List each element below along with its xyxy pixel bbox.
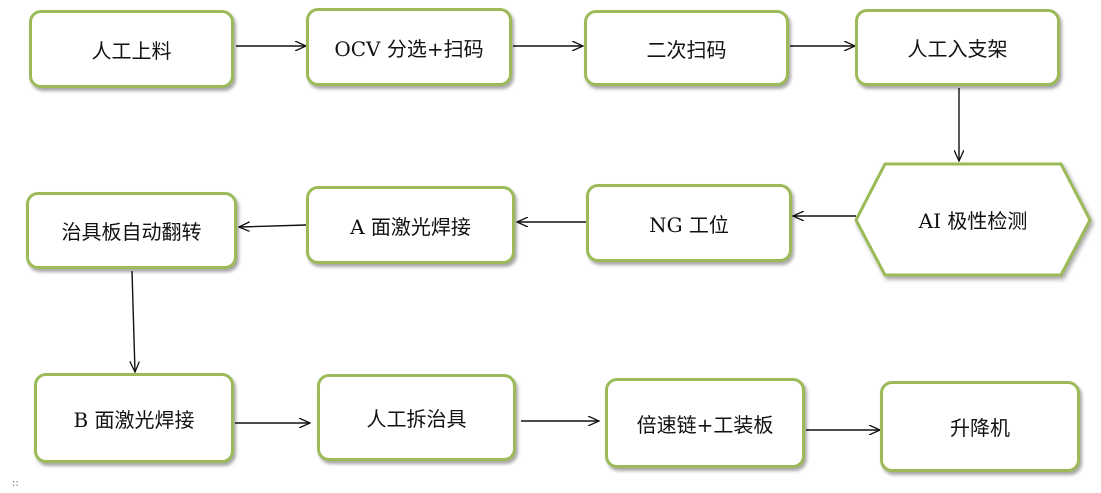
step-manual-fixture-removal: 人工拆治具	[317, 374, 516, 461]
step-label: OCV 分选+扫码	[334, 36, 484, 61]
step-label: 倍速链+工装板	[636, 412, 774, 437]
step-fixture-auto-flip: 治具板自动翻转	[26, 192, 237, 269]
step-label: NG 工位	[649, 212, 729, 237]
step-speed-chain-pallet: 倍速链+工装板	[605, 378, 805, 468]
step-side-a-laser-welding: A 面激光焊接	[306, 186, 515, 264]
ai-polarity-check-label: AI 极性检测	[918, 209, 1028, 233]
step-label: A 面激光焊接	[350, 214, 471, 239]
ai-polarity-check-hexagon	[854, 162, 1092, 277]
step-label: 治具板自动翻转	[61, 220, 202, 244]
step-manual-bracket-insert: 人工入支架	[855, 9, 1060, 86]
step-label: 人工入支架	[907, 37, 1008, 61]
step-label: 人工拆治具	[366, 407, 467, 431]
step-side-b-laser-welding: B 面激光焊接	[34, 373, 234, 463]
step-label: B 面激光焊接	[73, 407, 195, 432]
step-manual-loading: 人工上料	[29, 10, 234, 88]
step-label: 二次扫码	[646, 37, 727, 62]
step-ocv-sorting-scan: OCV 分选+扫码	[306, 8, 512, 86]
step-elevator: 升降机	[880, 381, 1080, 472]
step-label: 升降机	[950, 416, 1010, 440]
step-ng-station: NG 工位	[586, 184, 792, 262]
arrow-n8-to-n9	[132, 270, 135, 372]
corner-mark: ::	[12, 478, 19, 489]
arrow-n7-to-n8	[239, 225, 307, 227]
step-second-scan: 二次扫码	[584, 10, 789, 86]
step-label: 人工上料	[91, 38, 172, 63]
